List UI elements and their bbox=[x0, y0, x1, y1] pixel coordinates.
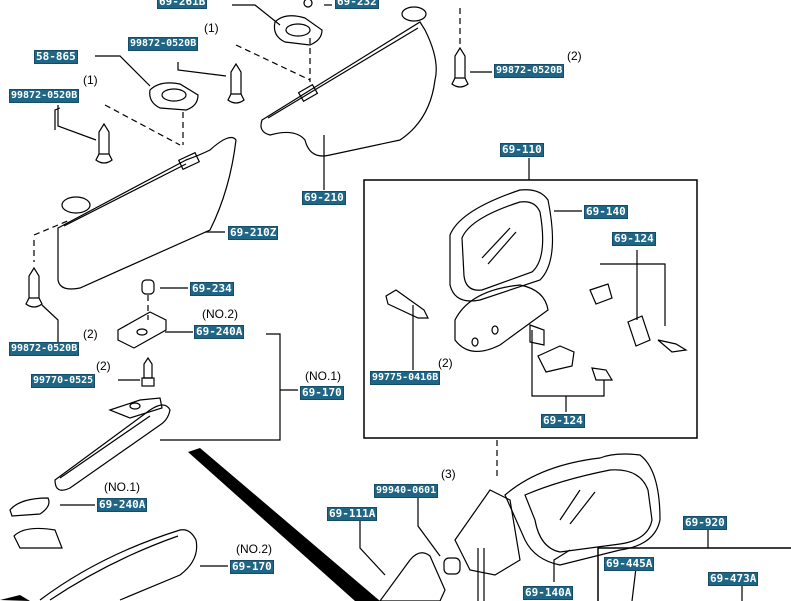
part-label[interactable]: 69-234 bbox=[190, 282, 234, 296]
part-label[interactable]: 69-124 bbox=[612, 232, 656, 246]
part-label[interactable]: 69-170 bbox=[300, 386, 344, 400]
part-label[interactable]: 69-140A bbox=[523, 586, 574, 600]
box-fasteners bbox=[385, 283, 688, 381]
quantity-note: (1) bbox=[204, 21, 219, 35]
quantity-note: (2) bbox=[438, 356, 453, 370]
left-sun-visor bbox=[57, 137, 237, 290]
part-label[interactable]: 99872-0520B bbox=[9, 342, 80, 356]
part-label[interactable]: 69-111A bbox=[327, 507, 378, 521]
part-label[interactable]: 99775-0416B bbox=[370, 371, 441, 385]
quantity-note: (1) bbox=[83, 73, 98, 87]
part-label[interactable]: 69-210Z bbox=[228, 226, 279, 240]
part-label[interactable]: 99940-0601 bbox=[374, 484, 439, 498]
screw bbox=[25, 46, 469, 387]
part-label[interactable]: 69-140 bbox=[584, 205, 628, 219]
quantity-note: (2) bbox=[567, 49, 582, 63]
quantity-note: (3) bbox=[441, 467, 456, 481]
part-label[interactable]: 69-261B bbox=[157, 0, 208, 9]
visor-clip-left bbox=[149, 82, 199, 111]
part-label[interactable]: 69-124 bbox=[541, 414, 585, 428]
side-mirror-glass bbox=[449, 189, 554, 302]
windshield-edge bbox=[188, 448, 380, 601]
part-label[interactable]: 69-110 bbox=[500, 143, 544, 157]
quantity-note: (NO.1) bbox=[305, 369, 341, 383]
quantity-note: (NO.2) bbox=[202, 307, 238, 321]
part-label[interactable]: 69-445A bbox=[604, 557, 655, 571]
part-label[interactable]: 58-865 bbox=[34, 50, 78, 64]
part-label[interactable]: 99872-0520B bbox=[9, 89, 80, 103]
part-label[interactable]: 69-210 bbox=[302, 191, 346, 205]
assembly-box-69-110 bbox=[363, 179, 698, 439]
quantity-note: (2) bbox=[83, 327, 98, 341]
part-label[interactable]: 69-240A bbox=[194, 325, 245, 339]
leader-lines bbox=[41, 4, 791, 601]
rearview-mirror-1 bbox=[54, 397, 171, 491]
quantity-note: (2) bbox=[96, 359, 111, 373]
rearview-mirror-2 bbox=[39, 529, 198, 601]
guide-lines bbox=[33, 8, 498, 480]
part-label[interactable]: 69-920 bbox=[683, 516, 727, 530]
part-label[interactable]: 69-170 bbox=[230, 560, 274, 574]
quantity-note: (NO.1) bbox=[104, 480, 140, 494]
quantity-note: (NO.2) bbox=[236, 542, 272, 556]
part-label[interactable]: 69-232 bbox=[335, 0, 379, 9]
door-mirror-assembly bbox=[379, 453, 661, 601]
part-label[interactable]: 99872-0520B bbox=[128, 37, 199, 51]
part-label[interactable]: 69-473A bbox=[708, 572, 759, 586]
part-label[interactable]: 99770-0525 bbox=[31, 374, 96, 388]
part-label[interactable]: 69-240A bbox=[97, 498, 148, 512]
right-sun-visor bbox=[260, 6, 437, 157]
mirror-mount-parts bbox=[117, 279, 167, 349]
mirror-actuator bbox=[454, 284, 549, 352]
visor-clip-top bbox=[273, 0, 323, 46]
mount-pad bbox=[9, 497, 63, 549]
part-label[interactable]: 99872-0520B bbox=[494, 64, 565, 78]
